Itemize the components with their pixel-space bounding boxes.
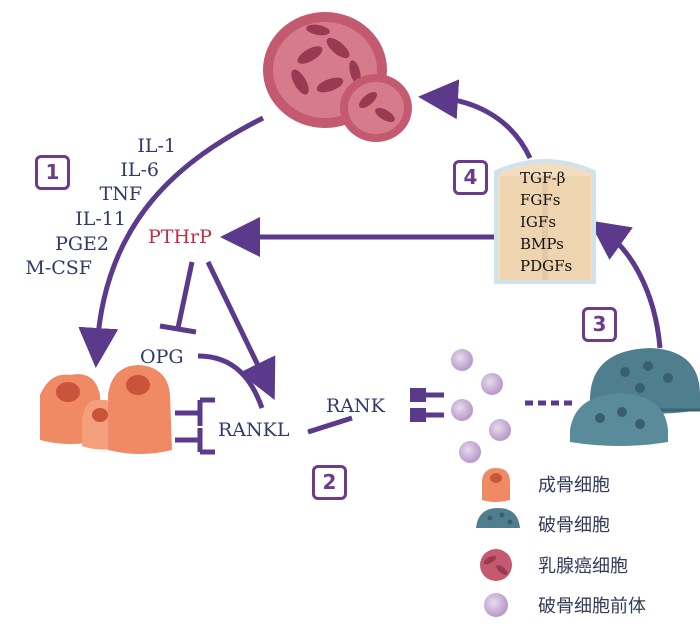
step-2-badge: 2 [312, 465, 347, 500]
opg-label: OPG [140, 346, 184, 368]
factor-pdgfs: PDGFs [520, 257, 573, 275]
arrow-matrix-to-cancer [418, 79, 533, 160]
osteoclast-cells [570, 348, 700, 446]
legend-osteoblast-label: 成骨细胞 [538, 475, 610, 496]
step-1-badge: 1 [35, 155, 70, 190]
cytokine-il11: IL-11 [75, 208, 126, 230]
rank-label: RANK [326, 395, 385, 417]
osteoclast-icon [476, 508, 520, 528]
step-4-badge: 4 [453, 160, 488, 195]
factor-fgfs: FGFs [520, 191, 561, 209]
osteoblast-icon [482, 468, 510, 502]
arrow-cancer-to-osteoblast [78, 115, 265, 368]
arrow-pthrp-to-rankl [205, 260, 276, 401]
rankl-label: RANKL [218, 419, 290, 441]
factor-tgf-beta: TGF-β [520, 169, 566, 187]
opg-binding-line [197, 353, 265, 409]
pthrp-label: PTHrP [148, 226, 212, 248]
breast-cancer-cell-icon [480, 549, 512, 581]
rank-receptors [410, 388, 444, 422]
factor-igfs: IGFs [520, 213, 557, 231]
legend-cancer-cell-label: 乳腺癌细胞 [538, 556, 628, 577]
arrow-osteoclast-to-matrix [588, 220, 663, 349]
osteoblast-receptors [175, 397, 215, 455]
cytokine-pge2: PGE2 [55, 233, 109, 255]
cytokine-tnf: TNF [99, 183, 142, 205]
cytokine-il1: IL-1 [137, 135, 176, 157]
osteoclast-precursor-icon [484, 593, 508, 617]
breast-cancer-cluster [263, 12, 412, 142]
rankl-rank-line [307, 415, 353, 435]
cytokine-il6: IL-6 [120, 159, 159, 181]
inhibition-pthrp-opg [159, 261, 197, 335]
osteoblast-cells [40, 365, 172, 454]
factor-bmps: BMPs [520, 235, 564, 253]
step-3-badge: 3 [582, 307, 617, 342]
bone-matrix [494, 159, 596, 284]
legend-precursor-label: 破骨细胞前体 [538, 596, 646, 617]
legend-osteoclast-label: 破骨细胞 [538, 515, 610, 536]
cytokine-mcsf: M-CSF [25, 257, 92, 279]
osteoclast-precursors [451, 349, 511, 463]
